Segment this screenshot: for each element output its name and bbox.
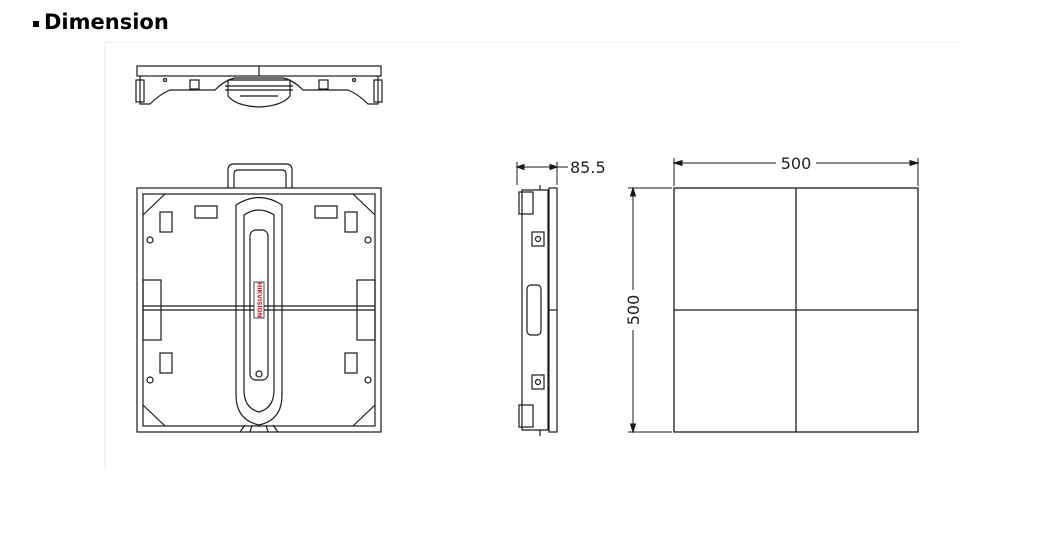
back-view-drawing	[136, 163, 382, 433]
depth-dimension	[515, 162, 568, 185]
section-title: Dimension	[44, 10, 169, 34]
hikvision-logo: HIKVISION	[253, 281, 265, 319]
svg-text:HIKVISION: HIKVISION	[256, 282, 263, 317]
width-label: 500	[781, 154, 812, 173]
front-view-drawing	[673, 187, 919, 433]
width-dimension	[672, 158, 920, 186]
top-view-drawing	[135, 65, 383, 108]
section-heading: Dimension	[33, 10, 169, 34]
depth-label: 85.5	[570, 158, 606, 177]
height-label: 500	[624, 295, 643, 326]
side-view-drawing	[518, 185, 558, 436]
height-dimension	[628, 186, 672, 434]
bullet-icon	[33, 20, 39, 27]
